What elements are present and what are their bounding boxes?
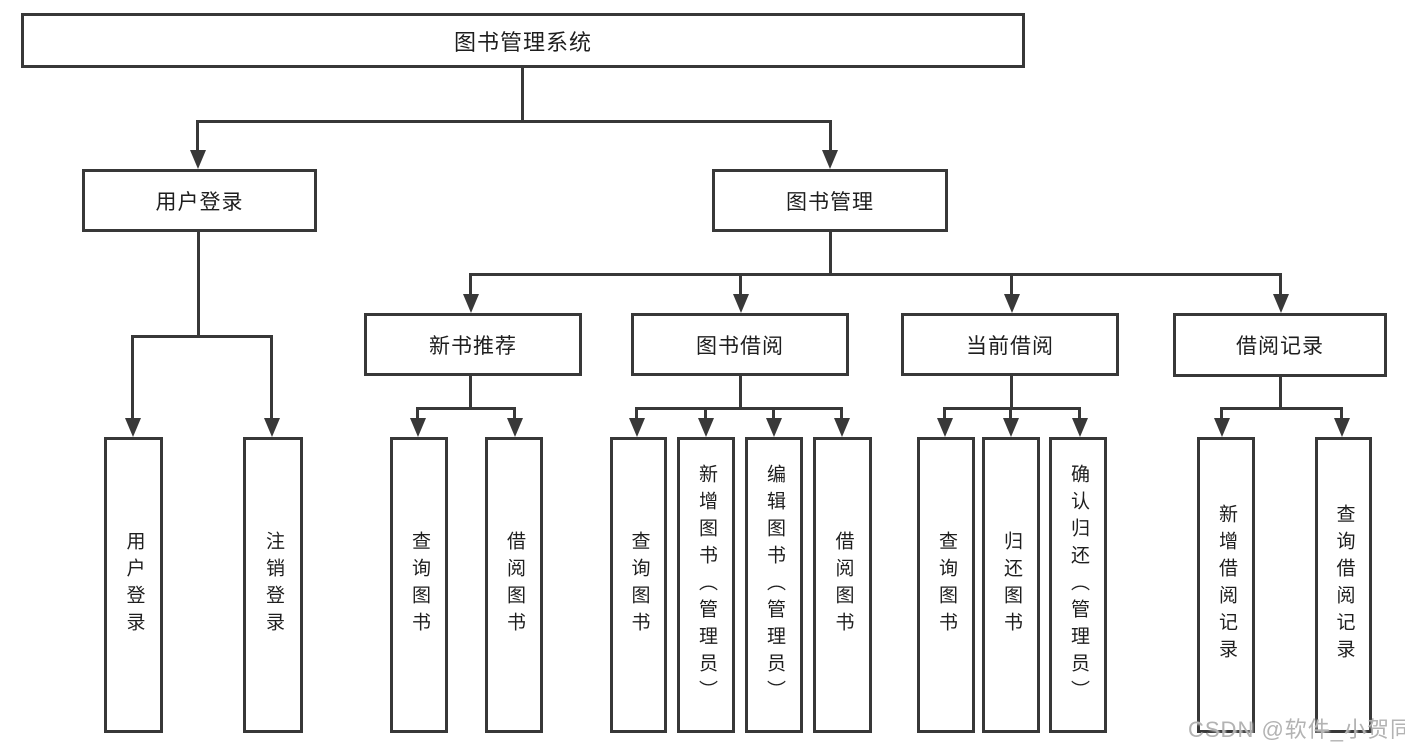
node-new-book-recommend: 新书推荐 bbox=[364, 313, 582, 376]
connector-borrowing-records-bar bbox=[1220, 407, 1343, 410]
connector-drop-book-borrowing bbox=[739, 273, 742, 294]
connector-borrowing-records-trunk bbox=[1279, 377, 1282, 407]
csdn-watermark: CSDN @软件_小贺同学 bbox=[1188, 717, 1405, 742]
connector-drop-user-login bbox=[196, 120, 199, 151]
node-current-borrowing: 当前借阅 bbox=[901, 313, 1119, 376]
connector-drop bbox=[416, 407, 419, 418]
leaf-user-login: 用户登录 bbox=[104, 437, 163, 733]
leaf-borrow-books: 借阅图书 bbox=[813, 437, 872, 733]
arrowhead-leaf-logout bbox=[264, 418, 280, 437]
leaf-label: 确认归还（管理员） bbox=[1067, 463, 1089, 707]
arrowhead-leaf bbox=[629, 418, 645, 437]
arrowhead-leaf bbox=[1214, 418, 1230, 437]
connector-root-trunk bbox=[521, 68, 524, 120]
leaf-return-books: 归还图书 bbox=[982, 437, 1040, 733]
connector-drop bbox=[943, 407, 946, 418]
leaf-label: 注销登录 bbox=[262, 531, 284, 639]
connector-book-borrowing-trunk bbox=[739, 376, 742, 407]
leaf-label: 新增借阅记录 bbox=[1215, 504, 1237, 666]
connector-book-management-trunk bbox=[829, 232, 832, 273]
arrowhead-book-borrowing bbox=[733, 294, 749, 313]
node-label: 新书推荐 bbox=[429, 334, 517, 358]
arrowhead-leaf bbox=[1003, 418, 1019, 437]
node-book-management: 图书管理 bbox=[712, 169, 948, 232]
connector-drop-leaf-logout bbox=[270, 335, 273, 418]
connector-drop-borrowing-records bbox=[1279, 273, 1282, 294]
leaf-logout-login: 注销登录 bbox=[243, 437, 303, 733]
arrowhead-leaf bbox=[410, 418, 426, 437]
connector-new-book-bar bbox=[416, 407, 516, 410]
connector-drop bbox=[513, 407, 516, 418]
node-label: 图书管理系统 bbox=[453, 29, 592, 55]
leaf-label: 查询借阅记录 bbox=[1333, 504, 1355, 666]
node-label: 图书借阅 bbox=[696, 334, 784, 358]
leaf-label: 查询图书 bbox=[935, 531, 957, 639]
arrowhead-user-login bbox=[190, 150, 206, 169]
connector-current-borrowing-bar bbox=[943, 407, 1081, 410]
leaf-confirm-return-admin: 确认归还（管理员） bbox=[1049, 437, 1107, 733]
connector-drop-current-borrowing bbox=[1010, 273, 1013, 294]
arrowhead-borrowing-records bbox=[1273, 294, 1289, 313]
leaf-label: 查询图书 bbox=[628, 531, 650, 639]
connector-new-book-trunk bbox=[469, 376, 472, 407]
arrowhead-leaf-user-login bbox=[125, 418, 141, 437]
arrowhead-current-borrowing bbox=[1004, 294, 1020, 313]
arrowhead-book-management bbox=[822, 150, 838, 169]
node-label: 用户登录 bbox=[155, 190, 244, 214]
leaf-label: 借阅图书 bbox=[503, 531, 525, 639]
connector-drop-book-management bbox=[829, 120, 832, 151]
leaf-query-books-borrowing: 查询图书 bbox=[610, 437, 667, 733]
leaf-add-book-admin: 新增图书（管理员） bbox=[677, 437, 735, 733]
arrowhead-leaf bbox=[507, 418, 523, 437]
connector-drop bbox=[840, 407, 843, 418]
connector-current-borrowing-trunk bbox=[1010, 376, 1013, 407]
leaf-add-borrow-record: 新增借阅记录 bbox=[1197, 437, 1255, 733]
leaf-label: 编辑图书（管理员） bbox=[763, 463, 785, 707]
connector-user-login-trunk bbox=[197, 232, 200, 335]
connector-drop bbox=[1078, 407, 1081, 418]
leaf-label: 新增图书（管理员） bbox=[695, 463, 717, 707]
connector-drop bbox=[1340, 407, 1343, 418]
connector-drop bbox=[1220, 407, 1223, 418]
arrowhead-leaf bbox=[937, 418, 953, 437]
leaf-label: 用户登录 bbox=[123, 531, 145, 639]
connector-book-borrowing-bar bbox=[635, 407, 843, 410]
node-label: 图书管理 bbox=[786, 190, 874, 214]
node-label: 借阅记录 bbox=[1236, 335, 1324, 358]
connector-level3-bar bbox=[469, 273, 1282, 276]
node-borrowing-records: 借阅记录 bbox=[1173, 313, 1387, 377]
node-user-login: 用户登录 bbox=[82, 169, 317, 232]
leaf-label: 查询图书 bbox=[408, 531, 430, 639]
connector-level2-bar bbox=[196, 120, 831, 123]
arrowhead-leaf bbox=[1072, 418, 1088, 437]
connector-drop bbox=[635, 407, 638, 418]
leaf-borrow-books-recommend: 借阅图书 bbox=[485, 437, 543, 733]
leaf-query-books-recommend: 查询图书 bbox=[390, 437, 448, 733]
connector-drop-leaf-user-login bbox=[131, 335, 134, 418]
connector-drop-new-book bbox=[469, 273, 472, 294]
leaf-label: 归还图书 bbox=[1000, 531, 1022, 639]
connector-drop bbox=[1009, 407, 1012, 418]
node-book-borrowing: 图书借阅 bbox=[631, 313, 849, 376]
leaf-edit-book-admin: 编辑图书（管理员） bbox=[745, 437, 803, 733]
leaf-label: 借阅图书 bbox=[832, 531, 854, 639]
connector-user-login-bar bbox=[131, 335, 273, 338]
arrowhead-leaf bbox=[834, 418, 850, 437]
arrowhead-new-book bbox=[463, 294, 479, 313]
node-root-library-system: 图书管理系统 bbox=[21, 13, 1025, 68]
node-label: 当前借阅 bbox=[966, 334, 1054, 358]
connector-drop bbox=[772, 407, 775, 418]
arrowhead-leaf bbox=[698, 418, 714, 437]
leaf-query-borrow-record: 查询借阅记录 bbox=[1315, 437, 1372, 733]
leaf-query-books-current: 查询图书 bbox=[917, 437, 975, 733]
arrowhead-leaf bbox=[1334, 418, 1350, 437]
connector-drop bbox=[704, 407, 707, 418]
arrowhead-leaf bbox=[766, 418, 782, 437]
